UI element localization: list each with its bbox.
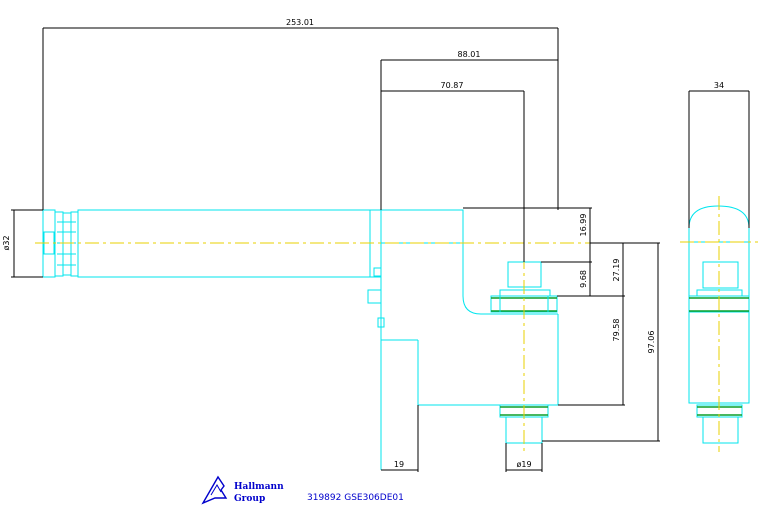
front-view xyxy=(35,209,590,470)
dim-base-19: 19 xyxy=(394,460,404,469)
dim-27: 27.19 xyxy=(612,259,621,282)
dim-dia-32: ø32 xyxy=(2,235,11,250)
side-view xyxy=(680,196,758,452)
logo-text-line2: Group xyxy=(234,494,265,504)
dim-70: 70.87 xyxy=(441,81,464,90)
dim-16: 16.99 xyxy=(579,214,588,237)
dim-79: 79.58 xyxy=(612,319,621,342)
dim-88: 88.01 xyxy=(458,50,481,59)
logo-mark-icon xyxy=(201,475,228,505)
dimension-labels: 253.01 88.01 70.87 34 ø32 16.99 9.68 27.… xyxy=(2,18,724,469)
dim-9: 9.68 xyxy=(579,270,588,288)
company-logo: Hallmann Group xyxy=(201,475,284,505)
part-number: 319892 GSE306DE01 xyxy=(307,493,404,503)
dim-width-34: 34 xyxy=(714,81,724,90)
dimension-lines xyxy=(11,27,750,472)
dim-overall-length: 253.01 xyxy=(286,18,314,27)
dim-97: 97.06 xyxy=(647,331,656,354)
logo-text-line1: Hallmann xyxy=(234,482,284,492)
gearbox-housing xyxy=(367,209,559,470)
dim-dia-19: ø19 xyxy=(516,460,531,469)
